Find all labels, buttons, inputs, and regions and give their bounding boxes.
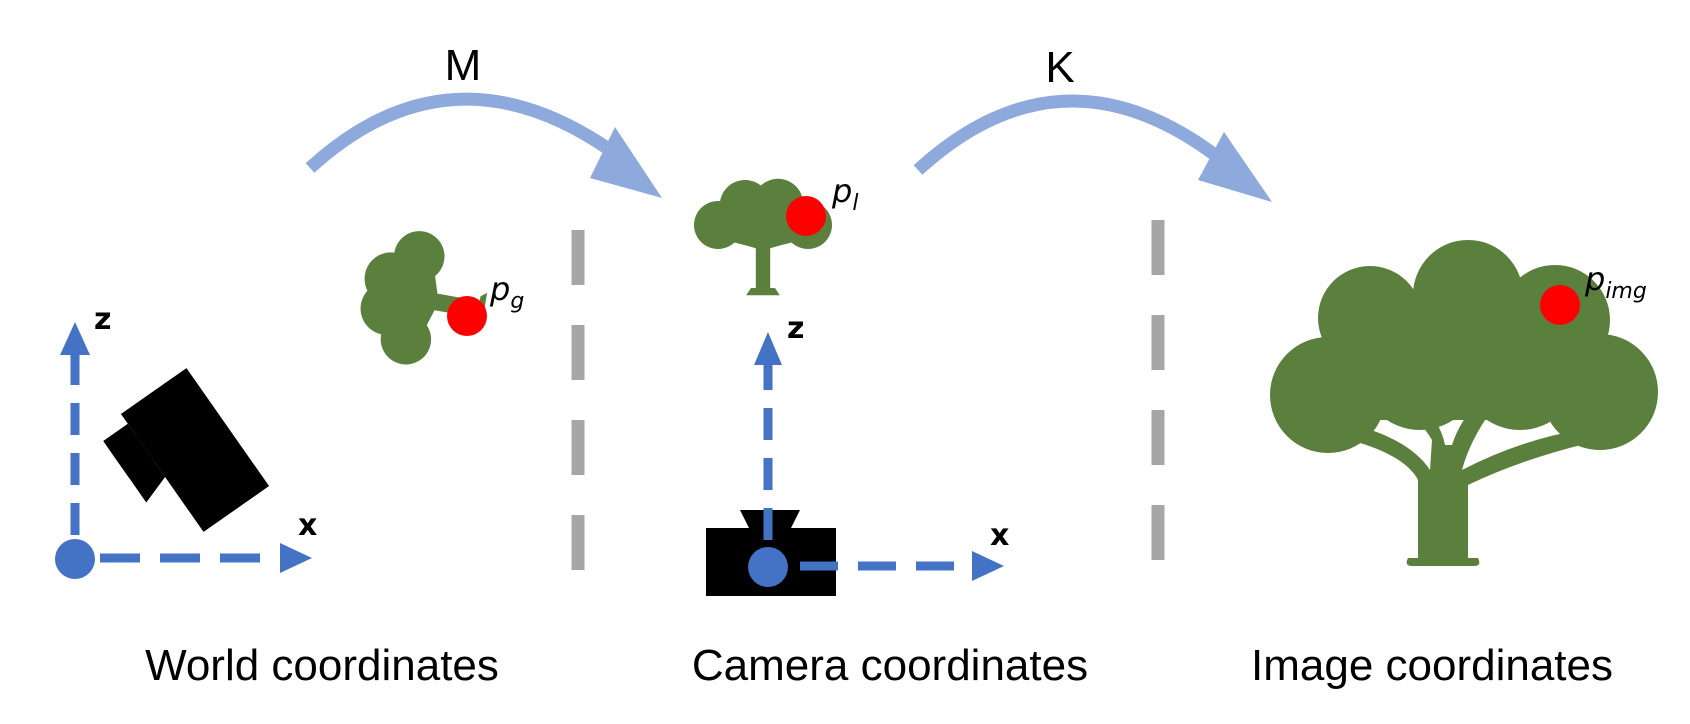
camera-axes: z x: [748, 311, 1009, 587]
camera-section: pl z x Camera coordinates: [692, 172, 1088, 690]
arrowhead: [280, 543, 312, 573]
world-caption: World coordinates: [145, 641, 499, 690]
image-section: pimg Image coordinates: [1251, 240, 1658, 690]
curved-arrow-icon: [305, 92, 614, 173]
curved-arrow-icon: [913, 94, 1219, 175]
arrowhead: [972, 551, 1004, 581]
camera-caption: Camera coordinates: [692, 641, 1088, 690]
point-symbol: p: [831, 172, 852, 210]
transform-arrow-m: M: [305, 41, 662, 198]
point-subscript: g: [510, 289, 524, 314]
point-symbol: p: [1584, 260, 1605, 298]
arrowhead: [60, 322, 90, 355]
tree-icon: [1270, 240, 1658, 566]
camera-point: [786, 196, 826, 236]
arrowhead: [590, 127, 662, 198]
world-origin: [55, 539, 95, 579]
camera-origin: [748, 547, 788, 587]
camera-icon: [103, 368, 270, 532]
point-subscript: l: [852, 191, 858, 216]
world-z-label: z: [94, 302, 111, 337]
point-subscript: img: [1605, 279, 1647, 304]
world-point-label: pg: [489, 270, 524, 314]
transform-label-k: K: [1045, 43, 1074, 92]
image-caption: Image coordinates: [1251, 641, 1613, 690]
tree-icon: [694, 178, 832, 296]
image-point: [1540, 285, 1580, 325]
image-point-label: pimg: [1584, 260, 1647, 304]
transform-arrow-k: K: [913, 43, 1272, 202]
tree-icon: [360, 231, 488, 365]
world-point: [447, 296, 487, 336]
point-symbol: p: [489, 270, 510, 308]
camera-z-label: z: [787, 311, 804, 346]
camera-x-label: x: [990, 518, 1009, 553]
arrowhead: [754, 332, 782, 365]
transform-label-m: M: [445, 41, 482, 90]
world-section: z x pg World co: [55, 231, 524, 690]
world-x-label: x: [298, 508, 317, 543]
camera-point-label: pl: [831, 172, 858, 216]
arrowhead: [1198, 132, 1272, 202]
world-axes: z x: [55, 302, 317, 579]
